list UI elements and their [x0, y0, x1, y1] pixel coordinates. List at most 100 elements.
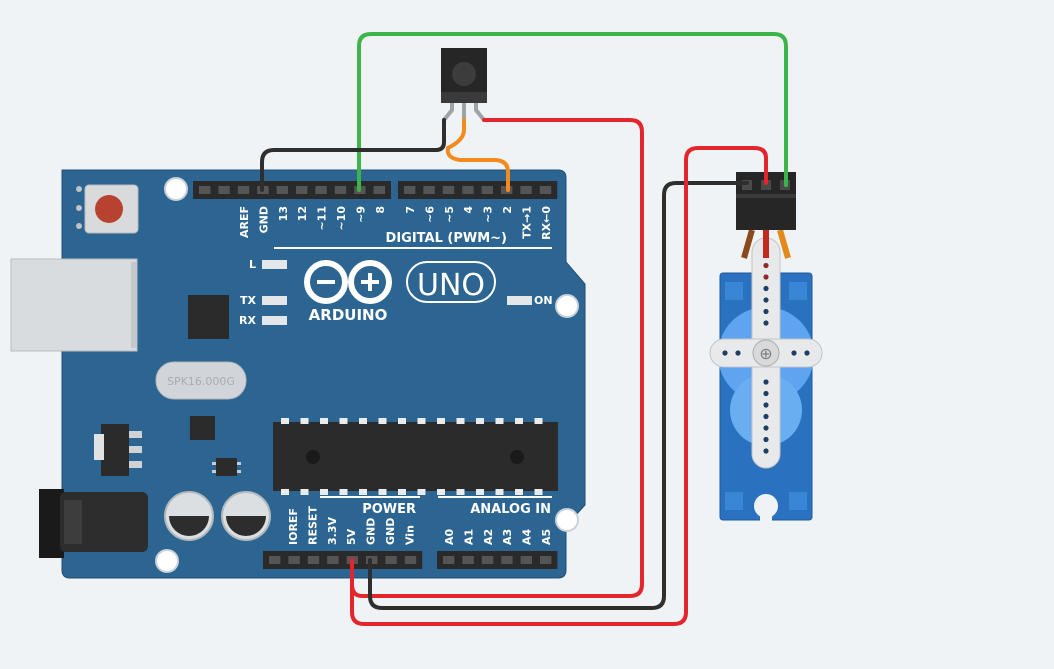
pin-label: ~5 — [443, 206, 456, 223]
pin-label: ~6 — [423, 206, 436, 223]
header-pin-socket[interactable] — [423, 186, 435, 194]
pin-label: A3 — [501, 529, 514, 545]
led-rx-label: RX — [239, 314, 256, 327]
mount-hole — [555, 294, 579, 318]
pin-label: 3.3V — [326, 517, 339, 545]
header-pin-socket[interactable] — [315, 186, 327, 194]
led-l: L — [249, 258, 287, 271]
wires — [260, 32, 788, 626]
led-on-label: ON — [534, 294, 553, 307]
header-pin-socket[interactable] — [373, 186, 385, 194]
pin-label: RX←0 — [540, 206, 553, 240]
power-header[interactable] — [263, 551, 423, 569]
header-pin-socket[interactable] — [276, 186, 288, 194]
usb-port — [10, 258, 138, 352]
uno-model-text: UNO — [417, 268, 485, 303]
pin-label: 7 — [404, 206, 417, 214]
header-pin-socket[interactable] — [481, 186, 493, 194]
servo-lead-brown — [741, 229, 755, 259]
header-pin-socket[interactable] — [442, 186, 455, 194]
servo-lead-orange — [777, 229, 791, 259]
pin-label: GND — [384, 518, 397, 545]
led-l-label: L — [249, 258, 256, 271]
pin-label: A5 — [540, 529, 553, 545]
pin-label: Vin — [403, 525, 416, 545]
small-ic — [190, 416, 215, 440]
led-tx-label: TX — [240, 294, 257, 307]
pin-label: GND — [365, 518, 378, 545]
header-pin-socket[interactable] — [443, 556, 455, 564]
header-pin-socket[interactable] — [237, 186, 250, 194]
wire-red-ir-power[interactable] — [350, 118, 644, 598]
pin-label: A4 — [521, 528, 534, 545]
header-pin-socket[interactable] — [462, 556, 474, 564]
header-pin-socket[interactable] — [404, 186, 416, 194]
header-pin-socket[interactable] — [199, 186, 211, 194]
reset-button[interactable] — [76, 184, 139, 234]
header-pin-socket[interactable] — [327, 556, 339, 564]
header-pin-socket[interactable] — [404, 556, 417, 564]
led-on: ON — [507, 294, 553, 307]
crystal-oscillator: SPK16.000G — [155, 361, 247, 400]
pin-label: RESET — [306, 506, 319, 545]
pin-label: A1 — [462, 529, 475, 545]
pin-label: IOREF — [287, 508, 300, 545]
wire-black-ir-ground[interactable] — [260, 118, 446, 192]
header-pin-socket[interactable] — [481, 556, 494, 564]
power-jack — [39, 489, 148, 558]
header-pin-socket[interactable] — [296, 186, 308, 194]
pin-label: ~10 — [335, 206, 348, 231]
mount-hole — [555, 508, 579, 532]
pin-label: ~9 — [354, 206, 367, 223]
wire-orange-ir-signal[interactable] — [445, 118, 510, 192]
header-pin-socket[interactable] — [218, 186, 230, 194]
wire-black-servo-ground[interactable] — [368, 181, 749, 610]
transistor-chip — [212, 458, 241, 476]
arduino-uno-board[interactable]: SPK16.000G — [10, 169, 586, 579]
pin-label: 2 — [501, 206, 514, 214]
pin-label: A2 — [482, 529, 495, 545]
wire-red-servo-power[interactable] — [350, 146, 768, 626]
capacitor — [221, 491, 271, 541]
header-pin-socket[interactable] — [520, 186, 532, 194]
mount-hole — [164, 177, 188, 201]
header-pin-socket[interactable] — [501, 556, 513, 564]
header-pin-socket[interactable] — [462, 186, 474, 194]
header-pin-socket[interactable] — [288, 556, 300, 564]
ir-sensor-lens-icon — [452, 62, 476, 86]
crystal-label: SPK16.000G — [167, 375, 235, 388]
analog-header[interactable] — [437, 551, 558, 569]
pin-label: TX→1 — [520, 206, 533, 239]
ir-receiver[interactable] — [441, 48, 487, 122]
micro-servo[interactable]: ⊕ — [709, 237, 823, 522]
usb-controller-chip — [188, 295, 229, 339]
pin-label: 12 — [296, 206, 309, 221]
pin-label: A0 — [443, 528, 456, 545]
led-tx: TX — [240, 294, 287, 307]
infinity-logo-icon — [304, 260, 392, 304]
screw-icon: ⊕ — [759, 344, 772, 363]
header-pin-socket[interactable] — [539, 186, 552, 194]
header-pin-socket[interactable] — [385, 556, 397, 564]
capacitor — [164, 491, 214, 541]
analog-section-label: ANALOG IN — [470, 502, 551, 517]
digital-header-left[interactable] — [193, 181, 391, 199]
arduino-logo-text: ARDUINO — [309, 306, 388, 324]
mount-hole — [155, 549, 179, 573]
voltage-regulator — [94, 424, 142, 476]
wire-green-signal[interactable] — [357, 32, 788, 192]
header-pin-socket[interactable] — [520, 556, 532, 564]
pin-label: 8 — [374, 206, 387, 214]
pin-label: GND — [257, 206, 270, 233]
header-pin-socket[interactable] — [540, 556, 552, 564]
digital-header-right[interactable] — [398, 181, 558, 199]
header-pin-socket[interactable] — [307, 556, 320, 564]
header-pin-socket[interactable] — [269, 556, 281, 564]
led-rx: RX — [239, 314, 287, 327]
header-pin-socket[interactable] — [334, 186, 347, 194]
servo-horn[interactable]: ⊕ — [709, 237, 823, 469]
atmega328p-chip — [273, 418, 558, 495]
